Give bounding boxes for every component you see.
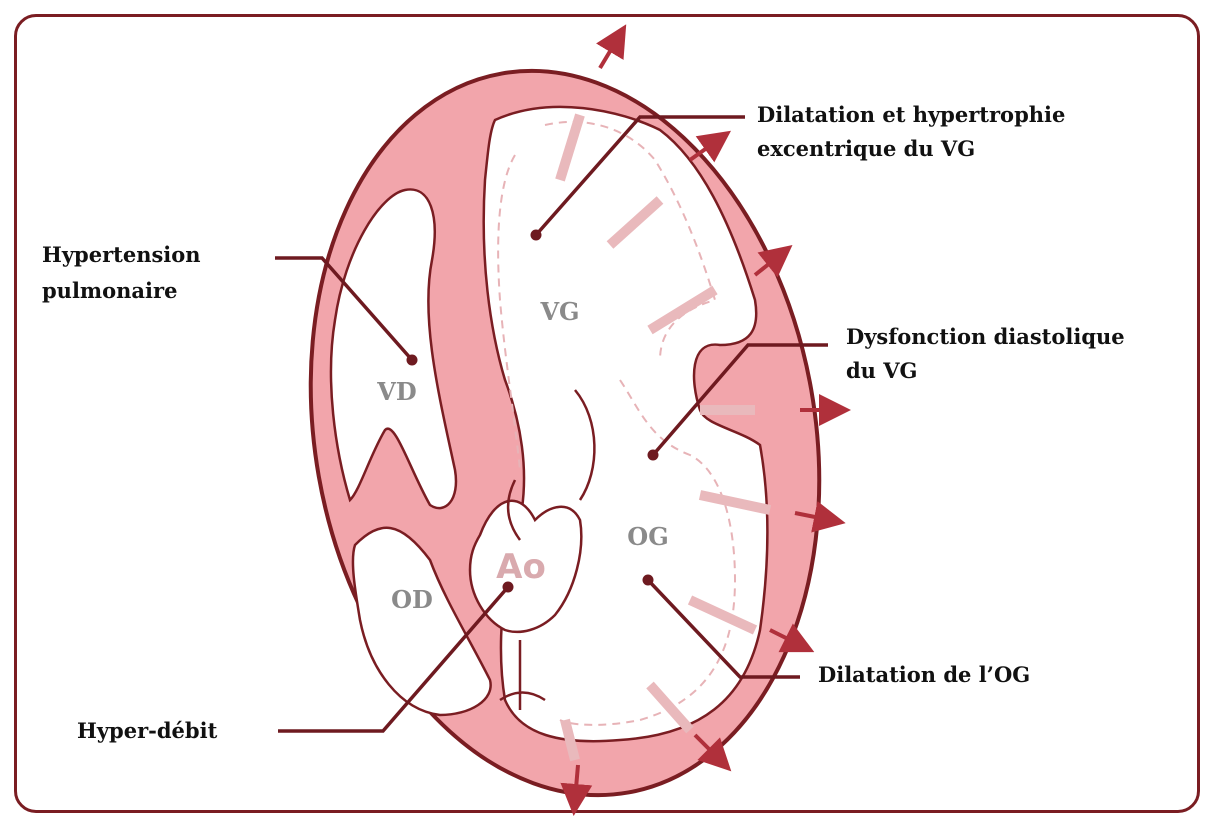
leader-dot (503, 582, 514, 593)
leader-dot (531, 230, 542, 241)
dilation-arrow (600, 38, 618, 68)
pulmonary-hypertension-label: Hypertension pulmonaire (42, 242, 208, 303)
la-label: OG (627, 522, 668, 551)
la-dilation-label: Dilatation de l’OG (818, 662, 1030, 687)
ra-label: OD (391, 585, 433, 614)
aorta-label: Ao (496, 547, 546, 587)
leader-dot (648, 450, 659, 461)
leader-dot (643, 575, 654, 586)
lv-label: VG (539, 297, 579, 326)
rv-label: VD (376, 377, 416, 406)
leader-dot (407, 355, 418, 366)
high-output-label: Hyper-débit (77, 718, 218, 743)
diastolic-dysfunction-label: Dysfonction diastolique du VG (846, 324, 1132, 383)
lv-dilation-label: Dilatation et hypertrophie excentrique d… (757, 102, 1073, 161)
